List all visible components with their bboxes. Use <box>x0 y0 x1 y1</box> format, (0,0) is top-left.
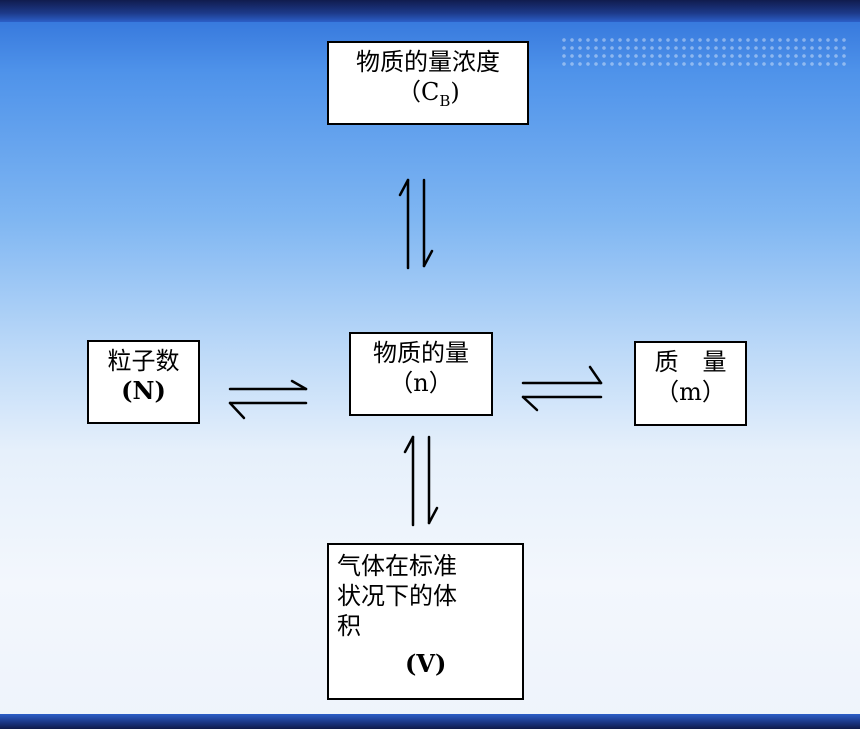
particles-box: 粒子数 (N) <box>87 340 200 424</box>
volume-line-1: 气体在标准 <box>337 552 457 580</box>
reversible-arrow-bottom-icon <box>403 435 439 527</box>
bottom-banner <box>0 714 860 729</box>
concentration-box: 物质的量浓度 （CB) <box>327 41 529 125</box>
reversible-arrow-right-icon <box>521 365 603 412</box>
mass-symbol: （m） <box>655 378 726 406</box>
mass-title: 质 量 <box>654 348 727 376</box>
volume-line-2: 状况下的体 <box>337 582 457 610</box>
particles-title: 粒子数 <box>107 347 180 375</box>
decorative-dot-pattern <box>560 36 850 70</box>
volume-box: 气体在标准 状况下的体 积 (V) <box>327 543 524 700</box>
amount-symbol: （n） <box>389 369 453 397</box>
reversible-arrow-left-icon <box>228 379 308 420</box>
amount-title: 物质的量 <box>373 339 469 367</box>
volume-symbol: (V) <box>405 649 447 678</box>
concentration-title: 物质的量浓度 <box>356 48 500 76</box>
top-banner <box>0 0 860 22</box>
reversible-arrow-top-icon <box>398 178 434 270</box>
concentration-symbol: （CB) <box>397 78 460 110</box>
volume-line-3: 积 <box>337 612 361 640</box>
amount-box: 物质的量 （n） <box>349 332 493 416</box>
mass-box: 质 量 （m） <box>634 341 747 426</box>
particles-symbol: (N) <box>121 376 166 405</box>
